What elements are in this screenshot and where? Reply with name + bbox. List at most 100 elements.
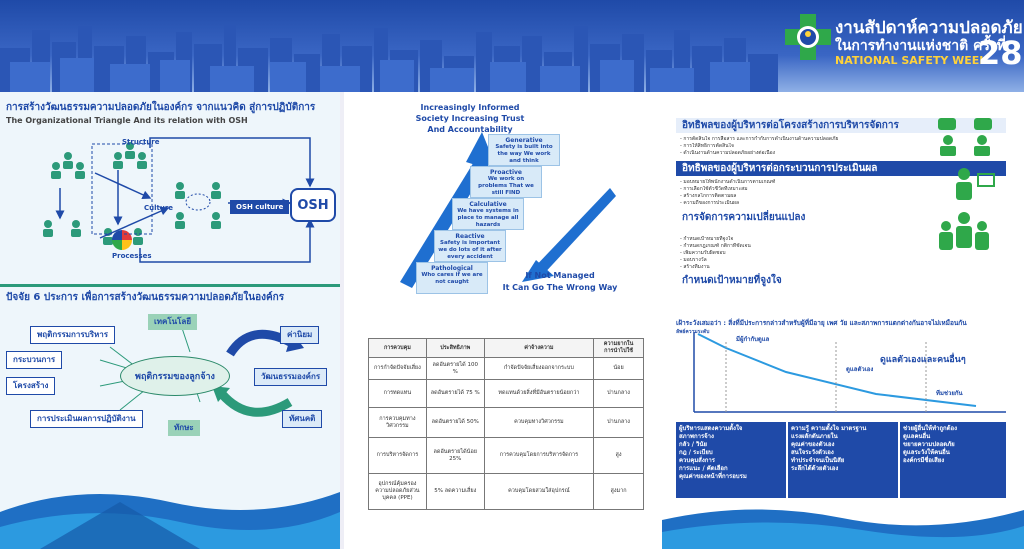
bullets-3-line5: - สร้างทีมงาน — [680, 264, 710, 270]
table-cell: ควบคุมโดยสวมใส่อุปกรณ์ — [483, 473, 595, 510]
table-header: ความยากในการนำไปใช้ — [593, 338, 644, 358]
left-title-th: การสร้างวัฒนธรรมความปลอดภัยในองค์กร จากแ… — [6, 102, 316, 113]
table-cell: ลดอันตรายได้ 100 % — [425, 357, 485, 380]
table-cell: สูง — [593, 437, 644, 474]
mid-bottom-line2: It Can Go The Wrong Way — [502, 283, 618, 292]
bullets-2-line1: - มอบหมายให้พนักงานดำเนินการตามเกณฑ์ — [680, 179, 776, 185]
table-cell: ลดอันตรายได้ 50% — [425, 407, 485, 438]
table-cell: การทดแทน — [368, 379, 427, 408]
down-arrow-icon — [530, 188, 616, 278]
people-group-icon — [103, 228, 143, 245]
table-row: การกำจัดปัจจัยเสี่ยง ลดอันตรายได้ 100 % … — [368, 357, 644, 380]
table-cell: ลดอันตรายได้ 75 % — [425, 379, 485, 408]
warning-text: เฝ้าระวังเสมอว่า : สิ่งที่มีประการกล่าวส… — [676, 319, 967, 327]
safety-maturity-chart — [693, 332, 1006, 413]
factor-employee-behavior: พฤติกรรมของลูกจ้าง — [120, 356, 230, 396]
bullets-1-line2: - การให้สิทธิการตัดสินใจ — [680, 143, 734, 149]
org-triangle-diagram — [43, 137, 315, 263]
right-section-bar-3: การจัดการความเปลี่ยนแปลง — [676, 210, 1006, 225]
table-cell: ทดแทนด้วยสิ่งที่มีอันตรายน้อยกว่า — [483, 379, 595, 408]
step-generative-text: Safety is built into the way We work and… — [495, 144, 553, 164]
decorative-waves — [0, 492, 340, 549]
table-cell: ปานกลาง — [593, 379, 644, 408]
table-cell: การควบคุมโดยการบริหารจัดการ — [483, 437, 595, 474]
chart-ylabel: ลัพธ์ความระดับ — [676, 329, 710, 335]
brand-title-line2: ในการทำงานแห่งชาติ ครั้งที่ — [835, 38, 1006, 54]
team-icon — [939, 212, 989, 250]
left-title-en: The Organizational Triangle And its rela… — [6, 116, 248, 125]
factor-performance: การประเมินผลการปฏิบัติงาน — [30, 410, 143, 428]
table-row: อุปกรณ์คุ้มครองความปลอดภัยส่วนบุคคล (PPE… — [368, 473, 644, 510]
factor-management-behavior: พฤติกรรมการบริหาร — [30, 326, 116, 344]
factor-values: ค่านิยม — [280, 326, 320, 344]
table-cell: การกำจัดปัจจัยเสี่ยง — [368, 357, 427, 380]
factor-structure: โครงสร้าง — [6, 377, 56, 395]
brand-title-line1: งานสัปดาห์ความปลอดภัย — [835, 18, 1023, 38]
right-section-bar-4: กำหนดเป้าหมายที่จูงใจ — [676, 273, 1006, 288]
processes-label: Processes — [112, 252, 152, 260]
bullets-1-line1: - การตัดสินใจ การสื่อสาร และการกำกับการด… — [680, 136, 839, 142]
step-reactive-text: Safety is important we do lots of it aft… — [438, 240, 502, 260]
step-generative-name: Generative — [505, 137, 543, 144]
up-arrow-icon — [400, 152, 490, 288]
table-cell: น้อย — [593, 357, 644, 380]
factor-process: กระบวนการ — [6, 351, 63, 369]
people-group-icon — [175, 182, 221, 229]
bullets-2-line4: - ความถี่ของการประเมินผล — [680, 200, 740, 206]
step-calculative-text: We have systems in place to manage all h… — [457, 208, 519, 228]
chart-label-team: ทีมช่วยกัน — [936, 390, 963, 397]
info-cell-3: ช่วยผู้อื่นให้ทำถูกต้อง ดูแลคนอื่น ขยายค… — [900, 422, 1006, 498]
info-cell-2: ความรู้ ความตั้งใจ มาตรฐาน แรงผลักดันภาย… — [788, 422, 898, 498]
mid-bottom-line1: If Not Managed — [525, 271, 595, 280]
table-header: ประสิทธิภาพ — [425, 338, 485, 358]
people-group-icon — [43, 220, 81, 237]
table-cell: ควบคุมทางวิศวกรรม — [483, 407, 595, 438]
fold-line — [340, 92, 344, 549]
people-group-icon — [113, 142, 147, 169]
chart-label-self: ดูแลตัวเอง — [846, 366, 874, 373]
osh-culture-label: OSH culture — [230, 200, 290, 214]
table-row: การควบคุมทางวิศวกรรม ลดอันตรายได้ 50% คว… — [368, 407, 644, 438]
divider — [0, 284, 340, 287]
processes-wheel-icon — [112, 230, 132, 250]
meeting-icon — [938, 118, 992, 156]
bullets-3-line4: - มอบรางวัล — [680, 257, 707, 263]
left-panel: การสร้างวัฒนธรรมความปลอดภัยในองค์กร จากแ… — [0, 92, 340, 549]
table-cell: กำจัดปัจจัยเสี่ยงออกจากระบบ — [483, 357, 595, 380]
bullets-2-line2: - การเลือกใช้ตัวชี้วัดที่เหมาะสม — [680, 186, 748, 192]
safety-cross-logo-icon — [785, 14, 831, 60]
right-section-bar-1: อิทธิพลของผู้บริหารต่อโครงสร้างการบริหาร… — [676, 118, 1006, 133]
factor-attitude: ทัศนคติ — [282, 410, 323, 428]
osh-box: OSH — [290, 188, 336, 222]
mid-title-line2: Society Increasing Trust — [415, 114, 525, 123]
people-group-icon — [51, 152, 85, 179]
factor-technology: เทคโนโลยี — [148, 314, 198, 330]
edition-number: 28 — [978, 34, 1023, 72]
right-section-bar-2: อิทธิพลของผู้บริหารต่อกระบวนการประเมินผล — [676, 161, 1006, 176]
hazard-control-table: การควบคุม ประสิทธิภาพ ค่าจ้างความ ความยา… — [368, 338, 644, 510]
table-cell: การบริหารจัดการ — [368, 437, 427, 474]
step-pathological-name: Pathological — [431, 265, 473, 272]
table-cell: ลดอันตรายได้น้อย 25% — [425, 437, 485, 474]
cycle-arrows-icon — [212, 329, 304, 417]
table-cell: ปานกลาง — [593, 407, 644, 438]
bullets-2-line3: - สร้างกลไกการติดตามผล — [680, 193, 737, 199]
table-row: การทดแทน ลดอันตรายได้ 75 % ทดแทนด้วยสิ่ง… — [368, 379, 644, 408]
management-icons — [938, 118, 995, 250]
presenter-icon — [956, 168, 995, 200]
table-header-row: การควบคุม ประสิทธิภาพ ค่าจ้างความ ความยา… — [368, 338, 644, 358]
info-cell-1: ผู้บริหารแสดงความตั้งใจ สภาพการจ้าง กลัว… — [676, 422, 786, 498]
mid-title-line3: And Accountability — [427, 125, 513, 134]
header-banner: งานสัปดาห์ความปลอดภัย ในการทำงานแห่งชาติ… — [0, 0, 1024, 92]
brand-title-en: NATIONAL SAFETY WEEK — [835, 54, 988, 67]
step-proactive-text: We work on problems That we still FIND — [478, 176, 534, 196]
table-header: ค่าจ้างความ — [483, 338, 595, 358]
city-skyline-graphic — [0, 24, 778, 92]
factors-title: ปัจจัย 6 ประการ เพื่อการสร้างวัฒนธรรมควา… — [6, 292, 285, 303]
